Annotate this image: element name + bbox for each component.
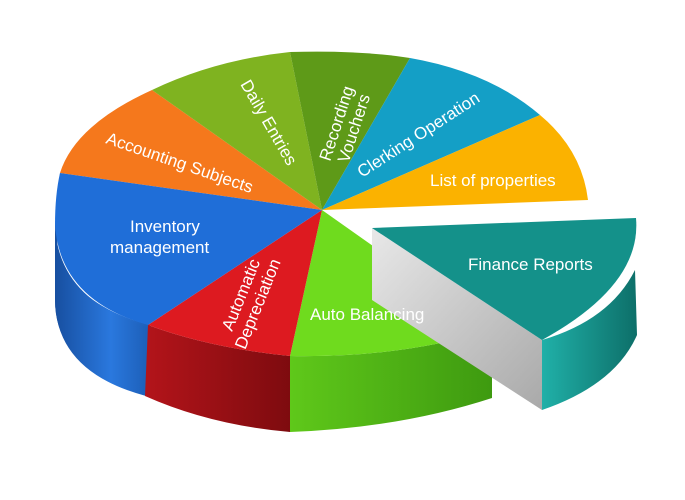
label-list-of-properties: List of properties <box>430 171 556 190</box>
label-finance-reports: Finance Reports <box>468 255 593 274</box>
depreciation-side <box>145 325 290 432</box>
accounting-subjects-top <box>60 90 322 210</box>
inventory-side-front <box>55 225 148 396</box>
depreciation-top <box>148 210 322 356</box>
finance-reports-side <box>542 270 637 410</box>
recording-vouchers-top <box>290 51 410 210</box>
daily-entries-top <box>152 52 322 210</box>
finance-reports-top <box>372 218 637 340</box>
label-inventory-management: Inventory management <box>110 217 210 257</box>
label-auto-balancing: Auto Balancing <box>310 305 424 324</box>
finance-reports-grey-wall <box>372 228 542 410</box>
list-of-properties-top <box>322 115 588 210</box>
inventory-top <box>55 173 322 325</box>
auto-balancing-side <box>290 330 492 432</box>
clerking-operation-top <box>322 58 540 210</box>
